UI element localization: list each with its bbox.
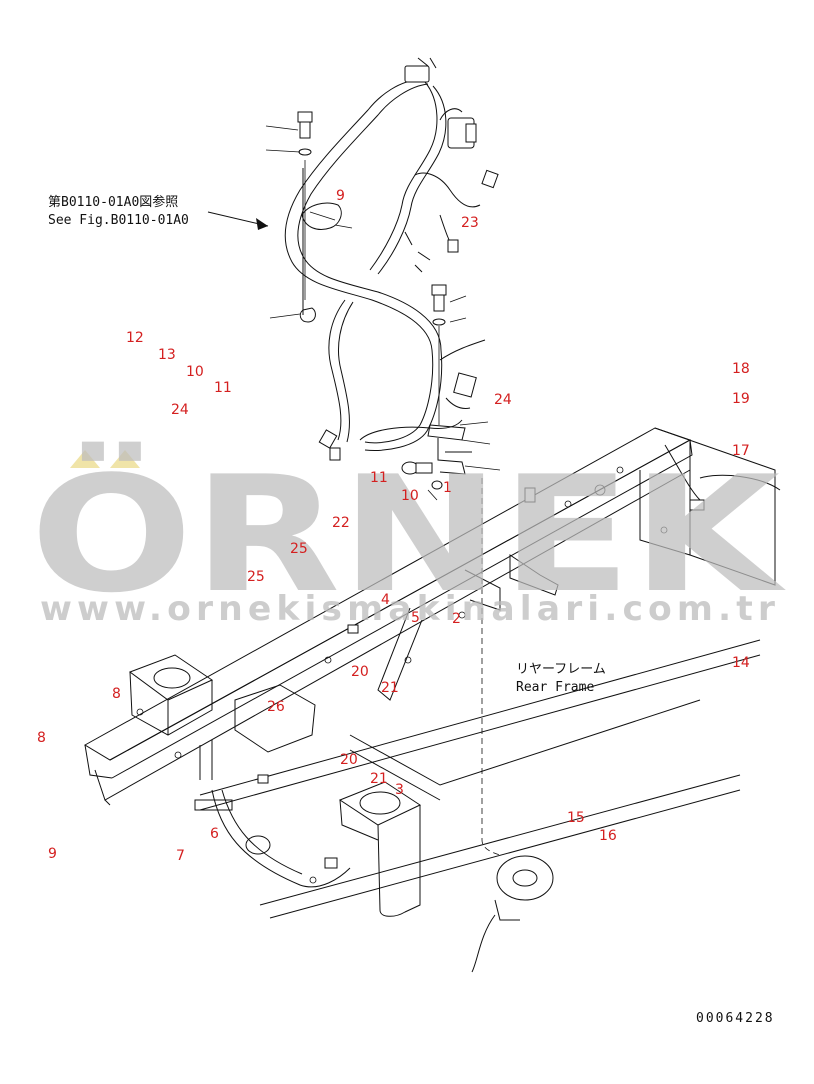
- callout-label: 7: [176, 848, 185, 864]
- callout-label: 13: [158, 347, 176, 363]
- callout-label: 24: [494, 392, 512, 408]
- callout-label: 26: [267, 699, 285, 715]
- reference-line-english: See Fig.B0110-01A0: [48, 213, 189, 228]
- rear-frame-label-japanese: リヤーフレーム: [516, 662, 606, 677]
- rear-frame: [84, 427, 781, 973]
- callout-label: 24: [171, 402, 189, 418]
- callout-label: 22: [332, 515, 350, 531]
- callout-label: 15: [567, 810, 585, 826]
- bolt-group: [265, 111, 501, 501]
- callout-numbers: 9 23 12 13 10 11 24 24 18 19 17 11 10 1 …: [37, 188, 750, 864]
- callout-label: 20: [340, 752, 358, 768]
- callout-label: 25: [247, 569, 265, 585]
- callout-label: 9: [48, 846, 57, 862]
- callout-label: 10: [401, 488, 419, 504]
- callout-label: 12: [126, 330, 144, 346]
- watermark: ÖRNEK www.ornekismakinalari.com.tr: [30, 440, 786, 629]
- callout-label: 16: [599, 828, 617, 844]
- reference-line-japanese: 第B0110-01A0図参照: [48, 194, 178, 210]
- callout-label: 17: [732, 443, 750, 459]
- callout-label: 9: [336, 188, 345, 204]
- callout-label: 11: [214, 380, 232, 396]
- reference-arrow: [207, 211, 269, 230]
- callout-label: 4: [381, 592, 390, 608]
- rear-frame-label-english: Rear Frame: [516, 680, 594, 695]
- callout-label: 2: [452, 611, 461, 627]
- callout-label: 8: [112, 686, 121, 702]
- callout-label: 8: [37, 730, 46, 746]
- callout-label: 20: [351, 664, 369, 680]
- callout-label: 21: [381, 680, 399, 696]
- wiring-harness: [284, 57, 499, 475]
- callout-label: 21: [370, 771, 388, 787]
- reference-note: 第B0110-01A0図参照 See Fig.B0110-01A0: [48, 194, 189, 228]
- callout-label: 11: [370, 470, 388, 486]
- callout-label: 18: [732, 361, 750, 377]
- callout-label: 23: [461, 215, 479, 231]
- callout-label: 19: [732, 391, 750, 407]
- callout-label: 3: [395, 782, 404, 798]
- callout-label: 1: [443, 480, 452, 496]
- rear-frame-label: リヤーフレーム Rear Frame: [516, 662, 606, 695]
- callout-label: 25: [290, 541, 308, 557]
- callout-label: 6: [210, 826, 219, 842]
- callout-label: 5: [411, 610, 420, 626]
- watermark-brand: ÖRNEK: [30, 440, 786, 628]
- watermark-url: www.ornekismakinalari.com.tr: [40, 589, 780, 629]
- callout-label: 14: [732, 655, 750, 671]
- drawing-number: 00064228: [696, 1011, 775, 1026]
- callout-label: 10: [186, 364, 204, 380]
